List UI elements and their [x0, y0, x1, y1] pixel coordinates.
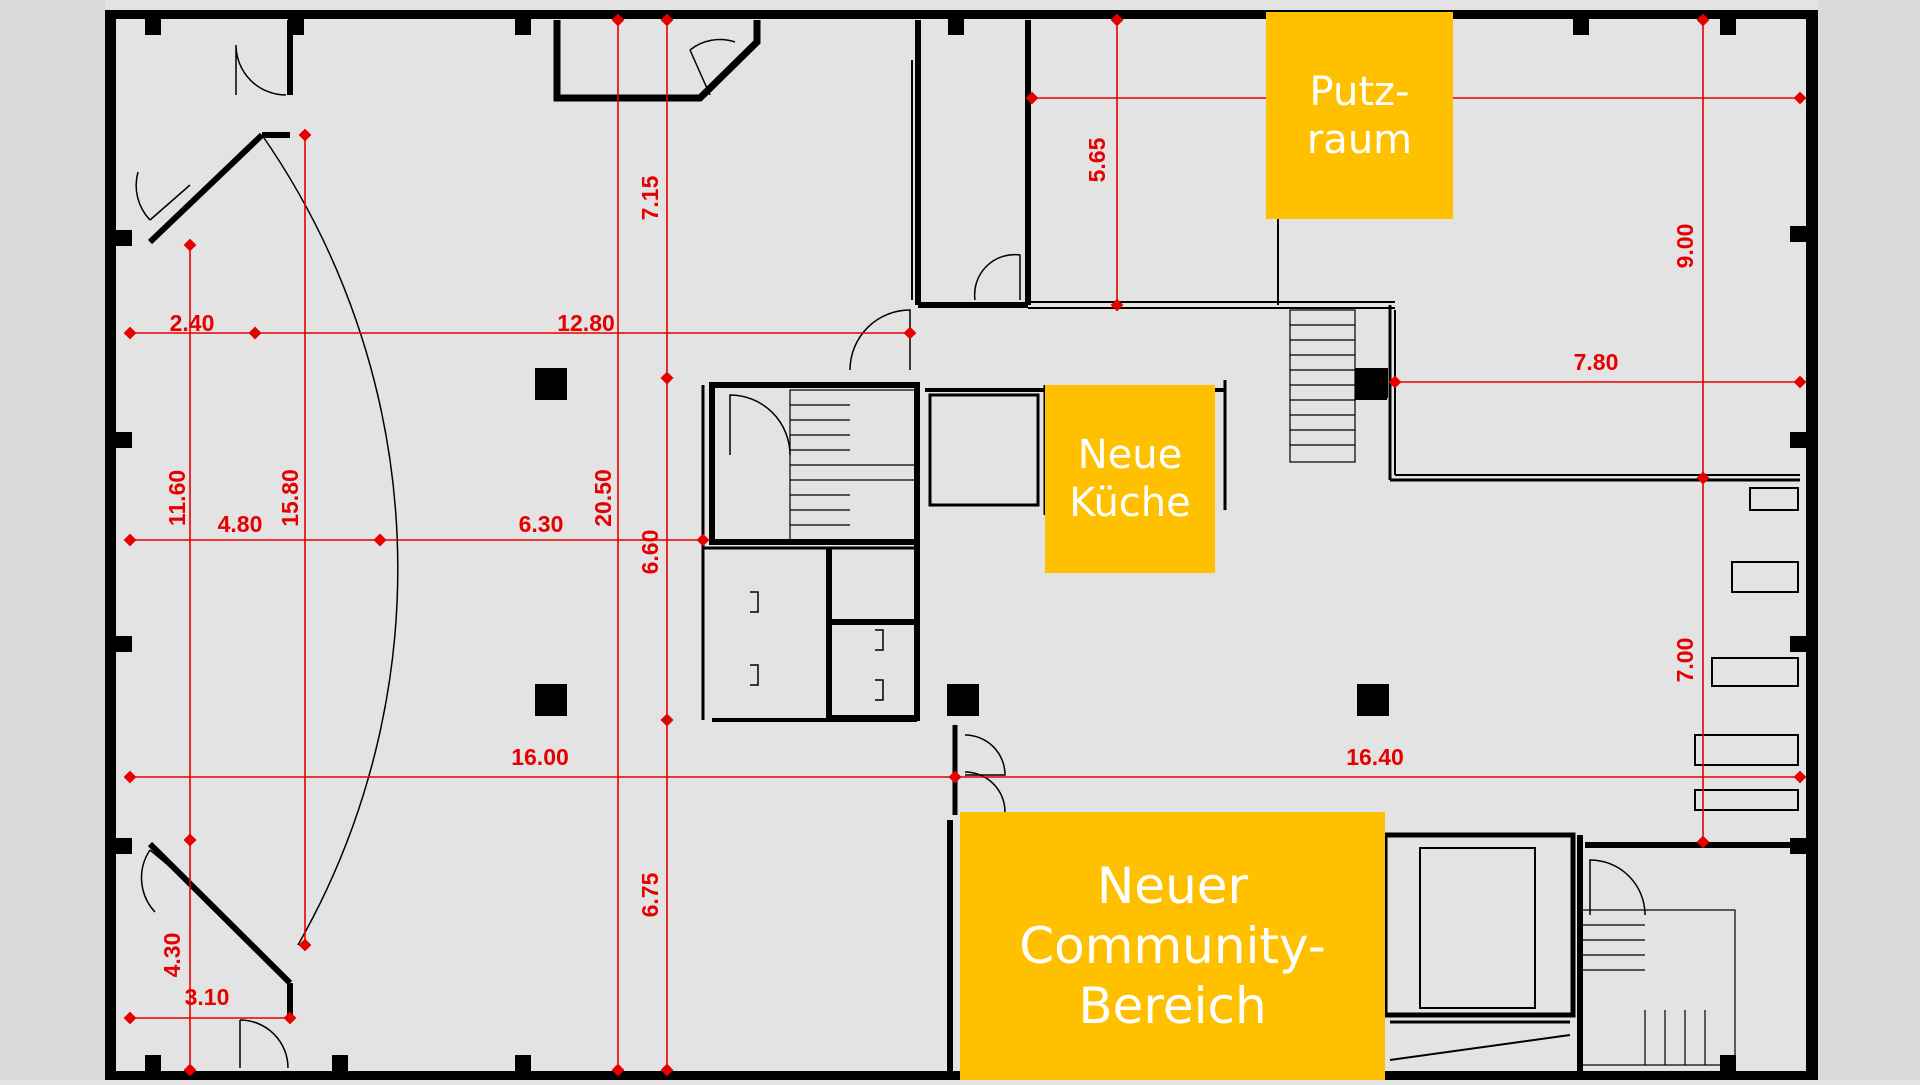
- dim-4-80: 4.80: [218, 511, 263, 537]
- dim-12-80: 12.80: [557, 310, 615, 336]
- dim-9-00: 9.00: [1672, 224, 1698, 269]
- fixtures: [750, 591, 884, 701]
- dim-7-80: 7.80: [1574, 349, 1619, 375]
- columns: [535, 368, 1389, 716]
- right-margin: [1818, 0, 1920, 1080]
- room-label-putzraum-text: Putz- raum: [1306, 68, 1413, 163]
- dimension-lines: [123, 13, 1807, 1077]
- doors: [135, 38, 1646, 1069]
- room-label-kueche: Neue Küche: [1045, 385, 1215, 573]
- room-label-kueche-text: Neue Küche: [1069, 432, 1191, 526]
- dim-5-65: 5.65: [1084, 137, 1110, 182]
- dim-15-80: 15.80: [277, 469, 303, 527]
- room-label-community: Neuer Community- Bereich: [960, 812, 1385, 1080]
- dim-20-50: 20.50: [590, 469, 616, 527]
- wall-piers: [116, 19, 1806, 1071]
- dim-7-15: 7.15: [637, 175, 663, 220]
- dim-6-30: 6.30: [519, 511, 564, 537]
- stairs: [789, 309, 1736, 1066]
- room-label-community-text: Neuer Community- Bereich: [1019, 857, 1326, 1035]
- dim-6-60: 6.60: [637, 530, 663, 575]
- dim-7-00: 7.00: [1672, 638, 1698, 683]
- room-label-putzraum: Putz- raum: [1266, 12, 1453, 219]
- interior-walls: [147, 20, 1800, 1071]
- dim-16-40: 16.40: [1346, 744, 1404, 770]
- dim-6-75: 6.75: [637, 872, 663, 917]
- left-margin: [0, 0, 105, 1080]
- dim-2-40: 2.40: [170, 310, 215, 336]
- dim-11-60: 11.60: [164, 470, 190, 526]
- benches: [1694, 487, 1799, 811]
- dimension-labels: 2.40 12.80 11.60 4.80 15.80 6.30 20.50 7…: [159, 137, 1698, 1010]
- stair-post: [1358, 368, 1388, 398]
- dim-16-00: 16.00: [511, 744, 569, 770]
- dim-4-30: 4.30: [159, 933, 185, 978]
- dim-3-10: 3.10: [185, 984, 230, 1010]
